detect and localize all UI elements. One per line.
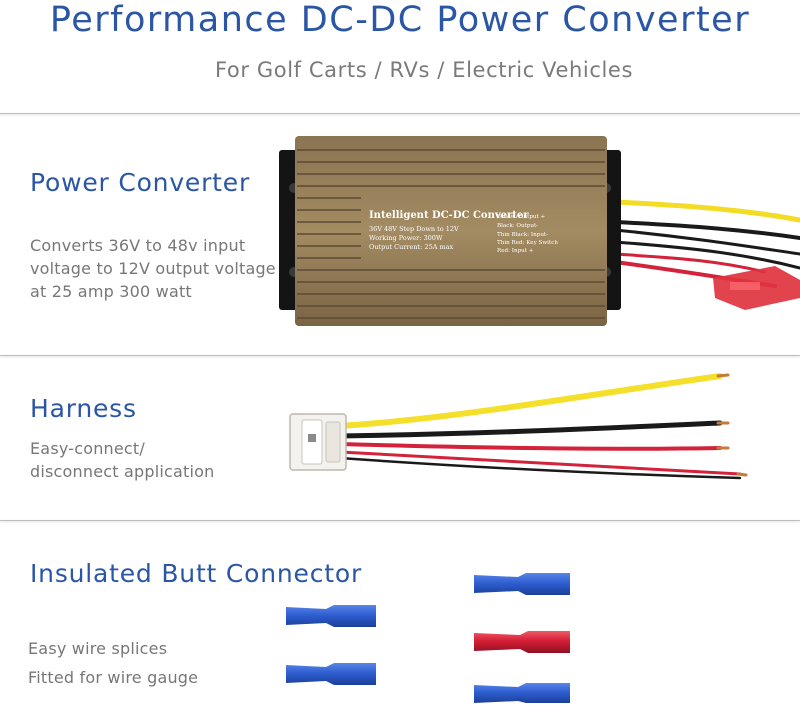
section-desc-converter: Converts 36V to 48v input voltage to 12V… [30, 234, 276, 303]
converter-line-1: Converts 36V to 48v input [30, 236, 246, 255]
butt-line-2: Fitted for wire gauge [28, 668, 199, 687]
converter-line-3: at 25 amp 300 watt [30, 282, 192, 301]
converter-label-spec-2: Working Power: 300W [369, 234, 443, 242]
harness-line-1: Easy-connect/ [30, 439, 145, 458]
converter-label-wire-1: Yellow: Output + [496, 214, 546, 220]
page-subtitle: For Golf Carts / RVs / Electric Vehicles [215, 58, 633, 82]
section-heading-harness: Harness [30, 394, 137, 423]
divider-middle-2 [0, 520, 800, 521]
butt-connector-blue-4 [474, 683, 570, 703]
converter-label-wire-4: Thin Red: Key Switch [497, 240, 558, 246]
converter-wires [612, 199, 800, 288]
harness-line-2: disconnect application [30, 462, 215, 481]
converter-illustration: Intelligent DC-DC Converter 36V 48V Step… [279, 136, 800, 326]
butt-line-1: Easy wire splices [28, 639, 168, 658]
section-heading-butt: Insulated Butt Connector [30, 559, 363, 588]
harness-illustration [289, 373, 748, 480]
butt-connector-blue-2 [286, 605, 376, 627]
converter-label-spec-1: 36V 48V Step Down to 12V [369, 225, 459, 233]
page-title: Performance DC-DC Power Converter [49, 0, 751, 40]
butt-connector-blue-3 [286, 663, 376, 685]
section-heading-converter: Power Converter [30, 168, 251, 197]
divider-middle-1 [0, 355, 800, 356]
converter-line-2: voltage to 12V output voltage [30, 259, 276, 278]
butt-connectors-illustration [286, 573, 570, 703]
fuse-holder [713, 266, 800, 310]
butt-connector-blue-1 [474, 573, 570, 595]
section-desc-harness: Easy-connect/ disconnect application [30, 437, 214, 483]
butt-connector-red [474, 631, 570, 653]
converter-label-wire-3: Thin Black: Input- [497, 232, 548, 238]
section-desc-butt: Easy wire splices Fitted for wire gauge [28, 634, 198, 692]
heatsink-fins [297, 149, 605, 319]
divider-top [0, 113, 800, 114]
converter-label-wire-5: Red: Input + [497, 248, 534, 254]
converter-label-title: Intelligent DC-DC Converter [369, 210, 529, 221]
converter-label-wire-2: Black: Output- [497, 223, 538, 229]
converter-label-spec-3: Output Current: 25A max [369, 243, 453, 251]
harness-connector [289, 413, 347, 471]
